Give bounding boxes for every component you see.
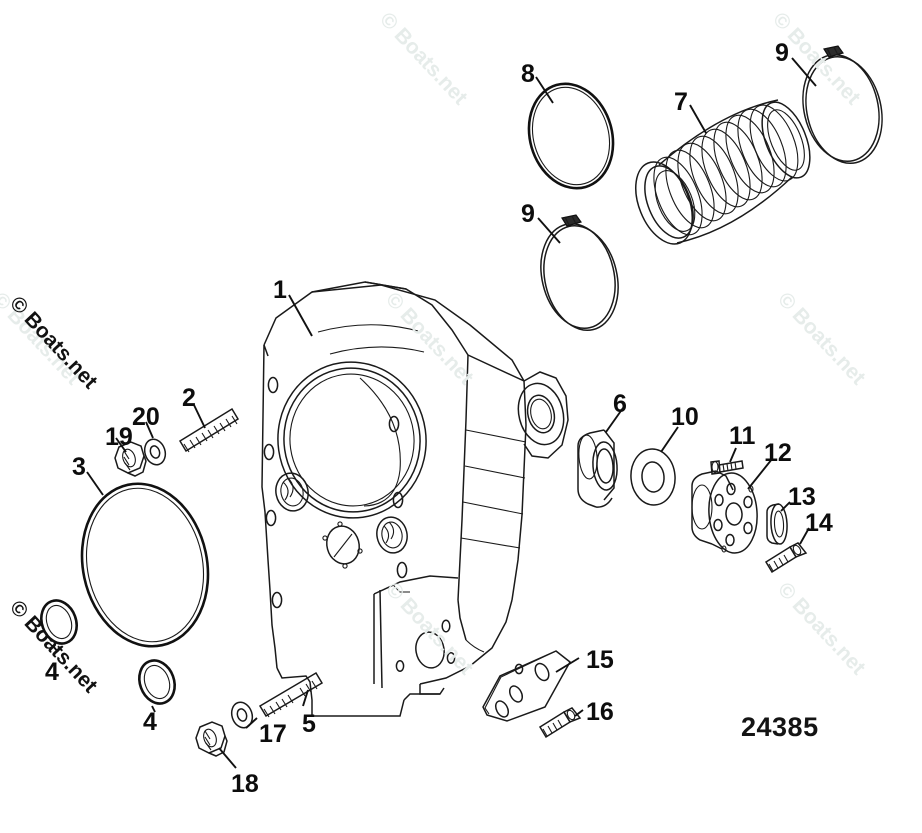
part-label-2: 2 <box>182 384 196 412</box>
part-label-8: 8 <box>521 60 535 88</box>
part-label-4-lower: 4 <box>143 708 157 736</box>
part-label-16: 16 <box>586 698 614 726</box>
part-label-14: 14 <box>805 509 833 537</box>
part-label-1: 1 <box>273 276 287 304</box>
diagram-number: 24385 <box>741 712 819 742</box>
part-label-20: 20 <box>132 403 160 431</box>
part-washer-upper <box>143 421 167 466</box>
part-label-9-lower: 9 <box>521 200 535 228</box>
part-label-12: 12 <box>764 439 792 467</box>
part-o-ring-large <box>80 471 210 648</box>
part-washer-flat <box>630 426 679 506</box>
part-bushing <box>577 407 624 508</box>
part-label-4-left: 4 <box>45 658 59 686</box>
part-label-11: 11 <box>729 422 756 450</box>
part-stud-upper <box>178 404 240 453</box>
part-label-17: 17 <box>259 720 287 748</box>
part-bellows-boot <box>635 99 811 245</box>
part-locknut-lower <box>195 721 237 769</box>
part-label-5: 5 <box>302 710 316 738</box>
part-label-13: 13 <box>788 483 816 511</box>
part-label-3: 3 <box>72 453 86 481</box>
part-label-15: 15 <box>586 646 614 674</box>
part-label-9-upper: 9 <box>775 39 789 67</box>
part-label-7: 7 <box>674 88 688 116</box>
part-stud-lower <box>258 671 324 718</box>
part-label-6: 6 <box>613 390 627 418</box>
part-drive-housing <box>261 281 569 717</box>
part-o-ring-bellows <box>527 76 615 190</box>
part-label-19: 19 <box>105 423 133 451</box>
part-screw-plate <box>538 707 584 739</box>
part-locknut-upper <box>114 437 147 477</box>
part-mounting-plate <box>482 650 580 722</box>
part-washer-small <box>766 501 791 545</box>
part-o-ring-small-lower <box>138 659 176 713</box>
part-o-ring-small-left <box>40 599 78 653</box>
part-screw-hub <box>764 527 810 574</box>
part-hose-clamp-lower <box>537 214 619 332</box>
part-flange-hub <box>691 458 773 554</box>
part-label-10: 10 <box>671 403 699 431</box>
part-hose-clamp-upper <box>791 45 883 165</box>
part-washer-lower <box>230 701 258 729</box>
part-label-18: 18 <box>231 770 259 798</box>
part-bolt-hub <box>710 447 744 475</box>
